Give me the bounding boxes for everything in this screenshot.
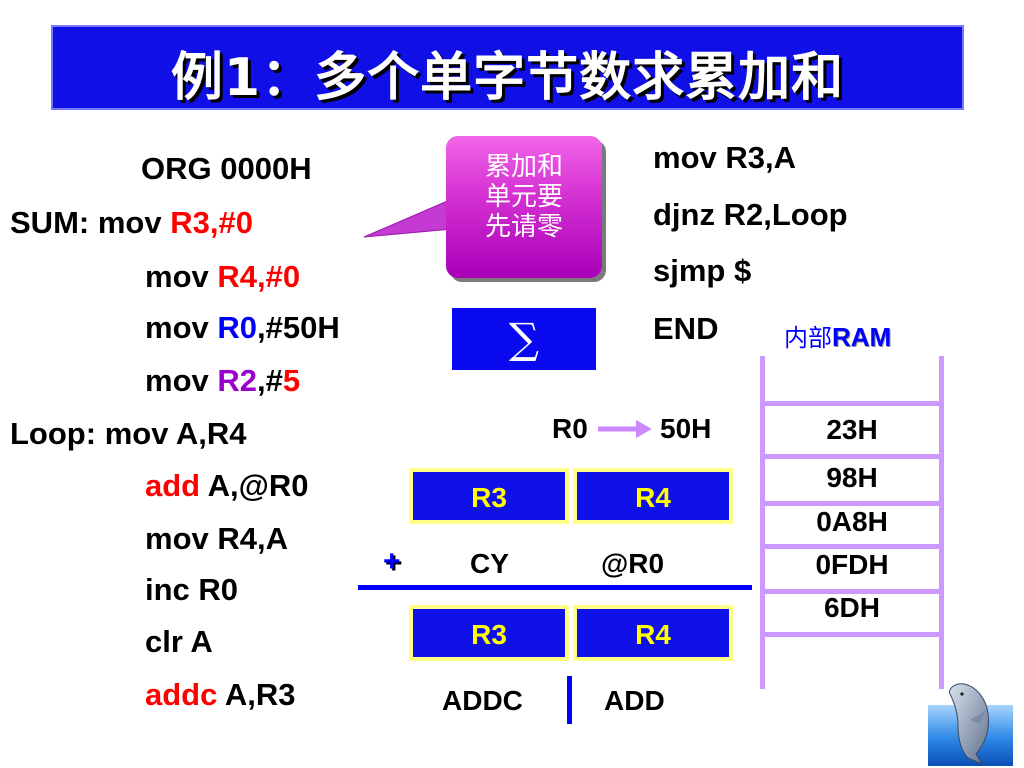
register-r2: R2 [217, 363, 258, 398]
ram-rung [760, 501, 944, 506]
code-line-end: END [653, 311, 719, 346]
ram-label-en: RAM [832, 322, 892, 352]
mnemonic-add: add [145, 468, 201, 503]
ram-rung [760, 632, 944, 637]
code-line-inc: inc R0 [145, 572, 239, 607]
callout-line: 累加和 [484, 152, 563, 182]
title-bar: 例1：多个单字节数求累加和 [51, 25, 964, 110]
code-line-mov-r4-a: mov R4,A [145, 521, 288, 556]
mnemonic: mov [97, 205, 162, 240]
register-label: R4 [635, 482, 671, 513]
register-label: R4 [635, 619, 671, 650]
register-box-r3: R3 [409, 468, 569, 524]
ram-cell-value: 98H [826, 462, 878, 493]
register-label: R3 [471, 482, 507, 513]
op-addc-label: ADDC [442, 685, 523, 716]
mnemonic: mov [145, 259, 209, 294]
operand: ,# [257, 363, 283, 398]
ram-cell-value: 0FDH [815, 549, 889, 580]
mnemonic: mov [145, 363, 209, 398]
callout-line: 单元要 [484, 182, 563, 213]
ram-cell-value: 23H [826, 414, 878, 445]
ram-rung [760, 589, 944, 594]
register-box-r4: R4 [573, 468, 733, 524]
operand: A,R3 [224, 677, 296, 712]
code-line-djnz: djnz R2,Loop [653, 197, 848, 232]
callout-line: 先请零 [484, 212, 563, 243]
instruction: mov A,R4 [104, 416, 247, 451]
sigma-icon: ∑ [509, 314, 539, 363]
label-loop: Loop: [10, 416, 97, 451]
dolphin-image [928, 683, 1013, 766]
op-add-label: ADD [604, 685, 665, 716]
ram-rail-left [760, 356, 765, 689]
code-line-org: ORG 0000H [141, 151, 312, 186]
carry-flag: CY [470, 548, 509, 579]
operand-highlight: R3,#0 [170, 205, 253, 240]
pointer-register: R0 [552, 413, 588, 444]
code-line-sjmp: sjmp $ [653, 253, 752, 288]
register-box-r4-result: R4 [573, 605, 733, 661]
ram-table: 23H 98H 0A8H 0FDH 6DH [760, 356, 944, 689]
ram-label: 内部RAM [784, 318, 891, 353]
pointer-arrow-icon [598, 420, 652, 438]
pointer-address: 50H [660, 413, 712, 444]
register-label: R3 [471, 619, 507, 650]
label-sum: SUM: [10, 205, 90, 240]
indirect-r0: @R0 [601, 548, 665, 579]
operand: A,@R0 [207, 468, 309, 503]
code-line-sum: SUM: mov R3,#0 [10, 207, 253, 238]
code-line-mov-r0: mov R0,#50H [145, 312, 340, 343]
ram-label-cn: 内部 [784, 324, 832, 352]
code-line-add: add A,@R0 [145, 470, 308, 501]
callout-text: 累加和 单元要 先请零 [446, 152, 602, 242]
ram-cell-value: 6DH [823, 592, 880, 623]
ram-rung [760, 401, 944, 406]
op-divider [567, 676, 572, 724]
code-line-addc: addc A,R3 [145, 679, 295, 710]
sum-line [358, 585, 752, 590]
ram-cell-value: 0A8H [816, 506, 888, 537]
code-line-clr: clr A [145, 624, 213, 659]
slide-title: 例1：多个单字节数求累加和 [170, 48, 845, 108]
register-box-r3-result: R3 [409, 605, 569, 661]
code-line-mov-r4: mov R4,#0 [145, 261, 300, 292]
count-value: 5 [282, 363, 301, 398]
operand: ,#50H [257, 310, 340, 345]
callout-box [446, 136, 602, 278]
code-line-mov-r2: mov R2,#5 [145, 365, 300, 396]
sigma-box: ∑ [452, 308, 596, 370]
callout-bubble: 累加和 单元要 先请零 [446, 136, 606, 282]
code-line-loop: Loop: mov A,R4 [10, 418, 247, 449]
operand-highlight: R4,#0 [217, 259, 301, 294]
ram-rung [760, 454, 944, 459]
plus-sign: + [383, 545, 401, 578]
register-r0: R0 [217, 310, 258, 345]
code-line-mov-r3-a: mov R3,A [653, 140, 796, 175]
mnemonic: mov [145, 310, 209, 345]
mnemonic-addc: addc [145, 677, 218, 712]
ram-rung [760, 544, 944, 549]
ram-rail-right [939, 356, 944, 689]
